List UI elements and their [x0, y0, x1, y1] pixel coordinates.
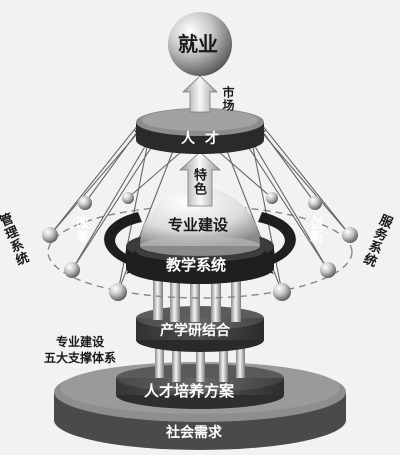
label-employment: 就业	[178, 32, 218, 56]
orbit-sphere	[109, 283, 127, 301]
orbit-sphere	[273, 283, 291, 301]
upper-pillars	[153, 276, 241, 322]
feature-arrow	[178, 151, 222, 207]
connector-arrows	[49, 119, 351, 293]
innovation-arrow	[250, 212, 296, 274]
label-talent-training: 人才培养方案	[144, 382, 235, 400]
orbit-sphere	[266, 192, 278, 204]
employment-sphere	[168, 12, 232, 76]
label-support-systems: 专业建设 五大支撑体系	[44, 335, 117, 366]
market-arrow	[181, 75, 219, 113]
orbit-ring	[47, 205, 353, 299]
label-specialty-building: 专业建设	[168, 216, 229, 234]
orbit-sphere	[320, 262, 336, 278]
tier-talent	[136, 108, 264, 154]
orbit-sphere	[342, 227, 358, 243]
orbit-sphere	[64, 262, 80, 278]
label-teaching-system: 教学系统	[166, 256, 227, 274]
lower-pillars	[155, 338, 245, 382]
label-talent: 人才	[181, 131, 229, 147]
label-feature: 特色	[191, 168, 206, 196]
dome-specialty	[140, 188, 260, 256]
label-social-demand: 社会需求	[166, 425, 222, 441]
reform-arrow	[104, 212, 150, 274]
orbit-spheres	[42, 192, 358, 301]
tier-talent-training	[116, 364, 284, 409]
orbit-sphere	[78, 196, 92, 210]
label-innovation: 创新	[307, 216, 322, 244]
label-reform: 改革	[73, 216, 88, 244]
label-market: 市场	[221, 86, 235, 112]
label-industry-research: 产学研结合	[160, 323, 230, 339]
orbit-sphere	[122, 192, 134, 204]
orbit-sphere	[308, 196, 322, 210]
orbit-sphere	[42, 227, 58, 243]
